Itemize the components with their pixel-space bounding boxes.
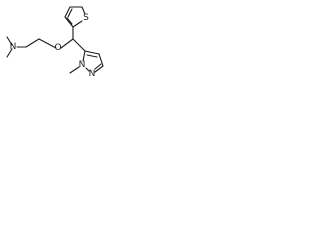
bond-thiophene-c2-c3-double bbox=[66, 17, 73, 25]
bond-pyrazole-n2-c3-double bbox=[94, 63, 102, 70]
bond-thiophene-c2-c3 bbox=[64, 16, 74, 28]
bond-pyrazole-n-methyl bbox=[69, 66, 80, 74]
bond-ch2-o bbox=[38, 38, 57, 49]
bond-n-methyl-top bbox=[6, 36, 13, 46]
atom-labels: N O S N N bbox=[10, 13, 96, 79]
bond-ch-pyrazole bbox=[72, 38, 86, 52]
atom-label-dimethylamine-nitrogen: N bbox=[10, 42, 17, 52]
bond-thiophene-s-c2 bbox=[72, 20, 83, 28]
bond-thiophene-c3-c4 bbox=[64, 6, 71, 18]
bond-pyrazole-c4-c5 bbox=[84, 50, 100, 55]
chemical-structure-diagram: N O S N N bbox=[6, 6, 104, 79]
bond-pyrazole-n1-n2 bbox=[85, 67, 90, 72]
bond-thiophene-c5-s bbox=[81, 6, 86, 15]
atom-label-thiophene-sulfur: S bbox=[83, 13, 89, 23]
bond-ch2-ch2 bbox=[25, 38, 40, 48]
bond-pyrazole-c4-c5-double bbox=[86, 54, 98, 58]
atom-label-pyrazole-nitrogen-1: N bbox=[79, 60, 86, 70]
atom-label-pyrazole-nitrogen-2: N bbox=[89, 69, 96, 79]
bond-pyrazole-c5-n1 bbox=[82, 50, 86, 62]
bond-o-ch bbox=[60, 38, 74, 49]
bond-n-methyl-bottom bbox=[6, 48, 13, 58]
bond-lines bbox=[6, 6, 104, 74]
bond-thiophene-c3-c4-double bbox=[67, 8, 73, 18]
atom-label-ether-oxygen: O bbox=[54, 43, 61, 53]
bond-pyrazole-n2-c3 bbox=[94, 65, 104, 73]
bond-pyrazole-c3-c4 bbox=[98, 53, 104, 67]
